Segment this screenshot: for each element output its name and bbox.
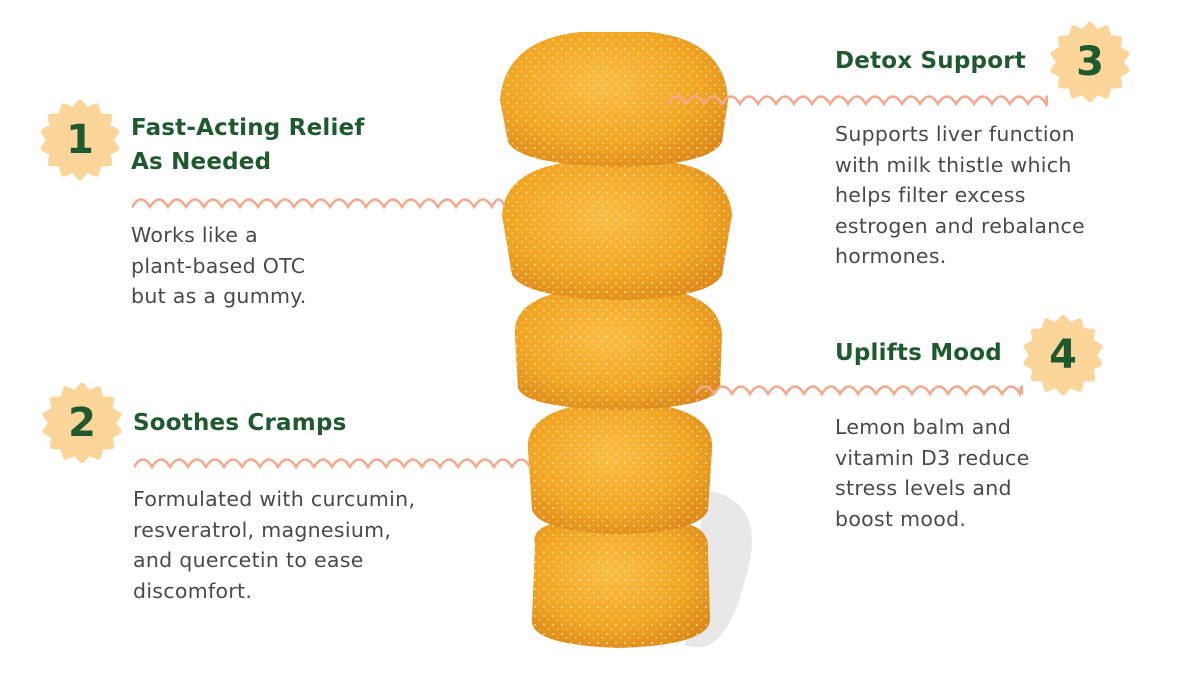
feature-1-title: Fast-Acting Relief As Needed: [131, 115, 365, 175]
flower-badge-icon: [1050, 21, 1130, 103]
feature-3-title: Detox Support: [835, 48, 1026, 74]
wave-divider-2: [134, 458, 530, 470]
feature-4-body: Lemon balm and vitamin D3 reduce stress …: [835, 415, 1030, 531]
wave-divider-1: [132, 198, 505, 210]
flower-badge-icon: [1023, 314, 1103, 396]
number-badge-1: 1: [40, 99, 120, 181]
wave-divider-3: [668, 95, 1048, 107]
badge-number-2: 2: [68, 400, 96, 446]
gummy-stack-image: [500, 32, 752, 648]
number-badge-2: 2: [42, 382, 122, 464]
number-badge-3: 3: [1050, 21, 1130, 103]
feature-2-body: Formulated with curcumin, resveratrol, m…: [133, 487, 416, 603]
gummy-3: [514, 290, 722, 410]
badge-number-4: 4: [1049, 332, 1077, 378]
flower-badge-icon: [40, 99, 120, 181]
feature-1-body: Works like a plant-based OTC but as a gu…: [131, 223, 307, 308]
badge-number-1: 1: [66, 117, 94, 163]
gummy-2: [502, 162, 732, 300]
feature-2-title: Soothes Cramps: [133, 410, 347, 436]
badge-number-3: 3: [1076, 39, 1104, 85]
feature-4-title: Uplifts Mood: [835, 340, 1002, 366]
gummy-4: [527, 405, 713, 534]
feature-3-body: Supports liver function with milk thistl…: [835, 122, 1085, 268]
number-badge-4: 4: [1023, 314, 1103, 396]
wave-divider-4: [696, 385, 1023, 397]
flower-badge-icon: [42, 382, 122, 464]
gummy-5: [531, 522, 710, 648]
gummy-1: [500, 32, 728, 167]
